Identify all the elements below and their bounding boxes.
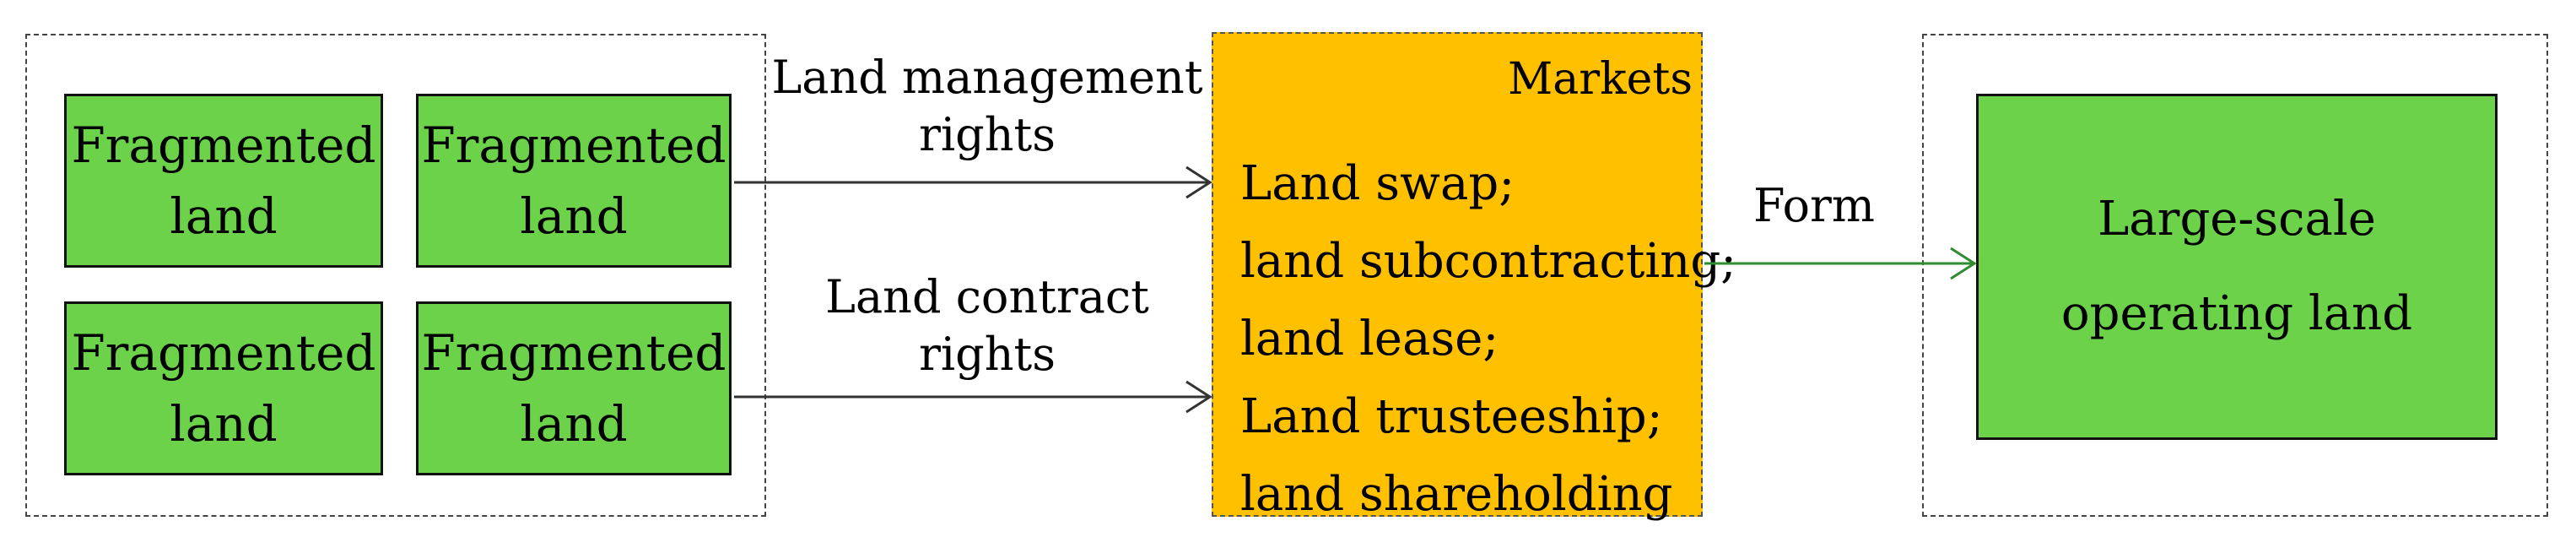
result-line2: operating land — [2060, 286, 2413, 341]
fragment-line2: land — [170, 395, 278, 453]
market-item: land lease; — [1240, 312, 1499, 366]
markets-title: Markets — [1508, 54, 1693, 105]
arrow-label-line1: Land management — [771, 51, 1203, 104]
large-scale-land-box: Large-scale operating land — [1976, 94, 2498, 440]
market-item: land subcontracting; — [1240, 234, 1737, 289]
fragmented-land-box-3: Fragmented land — [64, 301, 383, 475]
markets-list: Land swap; land subcontracting; land lea… — [1240, 145, 1736, 534]
fragment-line2: land — [520, 187, 628, 245]
land-contract-arrow — [734, 380, 1212, 414]
fragment-line1: Fragmented — [421, 117, 726, 174]
fragmented-land-group — [25, 34, 766, 517]
fragment-line1: Fragmented — [71, 324, 376, 382]
form-label: Form — [1752, 179, 1876, 232]
result-line1: Large-scale — [2098, 192, 2376, 247]
fragmented-land-box-4: Fragmented land — [416, 301, 732, 475]
arrow-label-line2: rights — [919, 328, 1056, 381]
fragmented-land-box-2: Fragmented land — [416, 94, 732, 268]
fragment-line2: land — [520, 395, 628, 453]
form-arrow — [1704, 247, 1977, 280]
market-item: Land swap; — [1240, 156, 1515, 211]
fragmented-land-box-1: Fragmented land — [64, 94, 383, 268]
market-item: Land trusteeship; — [1240, 389, 1663, 444]
market-item: land shareholding — [1240, 467, 1673, 522]
fragment-line1: Fragmented — [421, 324, 726, 382]
fragment-line1: Fragmented — [71, 117, 376, 174]
land-contract-rights-label: Land contract rights — [759, 269, 1215, 383]
markets-box: Markets Land swap; land subcontracting; … — [1212, 32, 1736, 522]
land-management-rights-label: Land management rights — [759, 49, 1215, 164]
fragment-line2: land — [170, 187, 278, 245]
arrow-label-line2: rights — [919, 108, 1056, 161]
land-management-arrow — [734, 165, 1212, 199]
arrow-label-line1: Land contract — [825, 270, 1149, 323]
result-group — [1922, 34, 2548, 517]
